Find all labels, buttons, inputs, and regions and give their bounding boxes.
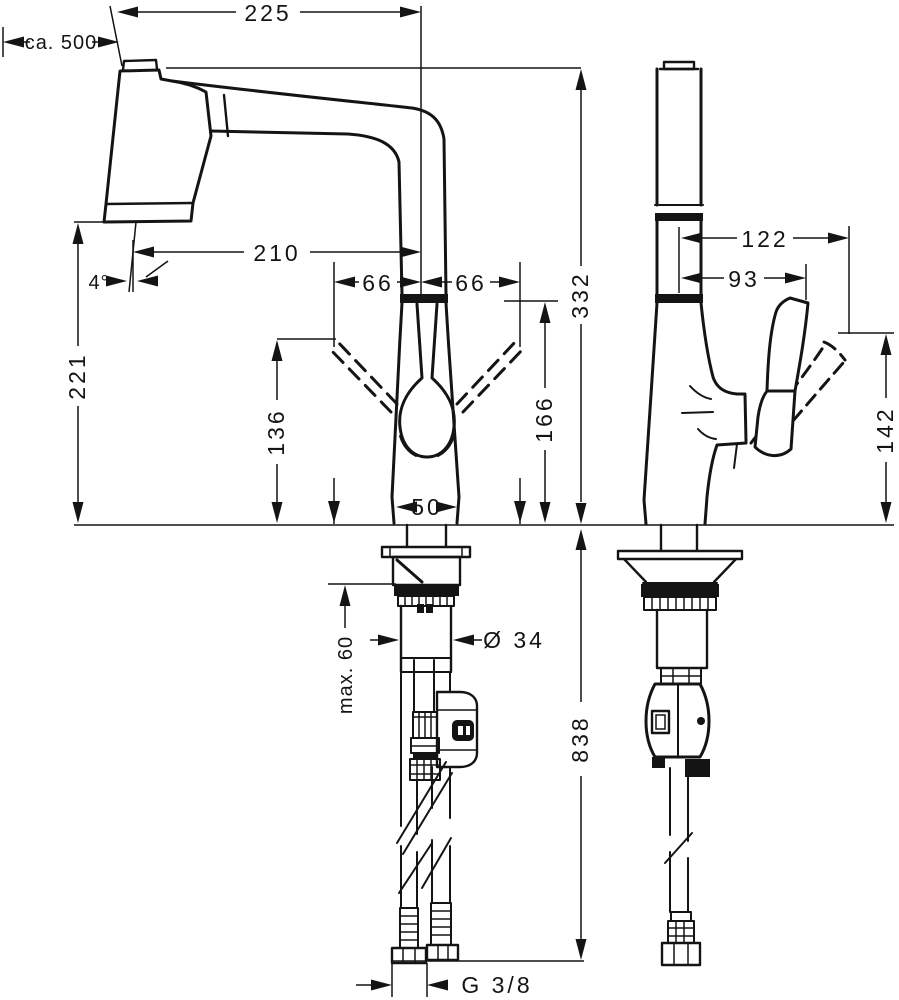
flange-plate xyxy=(380,545,472,559)
dim-ca500: ca. 500 xyxy=(3,32,119,54)
mounting-block xyxy=(391,555,462,587)
dim-g38: G 3/8 xyxy=(356,963,532,998)
dim-label-122: 122 xyxy=(741,226,788,252)
dim-label-g38: G 3/8 xyxy=(461,972,532,998)
dim-50: 50 xyxy=(396,494,457,520)
dim-332: 332 xyxy=(567,69,593,524)
dim-dia34: Ø 34 xyxy=(370,627,545,653)
supply-hoses xyxy=(396,671,453,909)
body-joint-band xyxy=(655,294,703,303)
head-joint-line xyxy=(204,91,213,137)
dim-label-210: 210 xyxy=(253,240,300,266)
dim-label-66-left: 66 xyxy=(362,270,394,296)
dim-max60: max. 60 xyxy=(328,583,396,714)
spout-arm xyxy=(170,79,448,303)
left-faucet-view xyxy=(102,58,525,965)
swivel-joint-band xyxy=(400,294,448,303)
gasket-ring-rear xyxy=(641,584,719,597)
hose-valve-body xyxy=(644,682,711,777)
reference-lines xyxy=(74,67,894,962)
faucet-body-rear xyxy=(642,301,748,526)
dim-221: 221 xyxy=(64,221,130,523)
hose-coupling-stack xyxy=(409,671,441,781)
handle-range-dashed xyxy=(328,338,525,414)
dim-label-166: 166 xyxy=(531,395,557,442)
faucet-body xyxy=(390,301,461,525)
dim-label-221: 221 xyxy=(64,352,90,399)
threaded-collar-rear xyxy=(643,596,717,611)
dim-label-225: 225 xyxy=(244,0,291,26)
dim-66-left: 66 xyxy=(334,270,421,296)
dim-label-dia34: Ø 34 xyxy=(483,627,545,653)
hose-break-mark xyxy=(664,832,693,864)
hex-nut-right xyxy=(425,943,460,962)
aerator-band xyxy=(104,201,195,206)
dim-label-136: 136 xyxy=(263,408,289,455)
dim-136: 136 xyxy=(263,338,336,523)
mounting-shank xyxy=(399,604,453,674)
dim-142: 142 xyxy=(838,332,898,523)
dim-label-4deg: 4° xyxy=(88,272,109,294)
dim-label-142: 142 xyxy=(872,406,898,453)
base-mount-rear xyxy=(616,523,744,685)
hose-break-marks xyxy=(396,761,453,894)
dim-225: 225 xyxy=(117,0,421,26)
dim-label-838: 838 xyxy=(567,715,593,762)
dim-label-50: 50 xyxy=(411,494,443,520)
retainer-clip xyxy=(417,604,424,613)
dim-93: 93 xyxy=(681,266,806,292)
head-joint-line-2 xyxy=(222,93,230,138)
dim-label-93: 93 xyxy=(728,266,760,292)
mounting-lever xyxy=(395,558,424,584)
right-faucet-view xyxy=(616,60,847,967)
dim-label-332: 332 xyxy=(567,271,593,318)
dim-838: 838 xyxy=(567,529,593,960)
dim-label-ca500: ca. 500 xyxy=(25,32,98,54)
handle-cutout xyxy=(398,302,456,459)
dim-122: 122 xyxy=(681,226,849,252)
hex-nut-rear xyxy=(660,941,702,967)
spray-head-cap xyxy=(121,58,159,72)
hose-connectors xyxy=(390,902,460,965)
flange-plate-rear xyxy=(616,549,744,561)
base-stem xyxy=(405,523,448,549)
check-valve-box xyxy=(435,671,479,769)
dim-166: 166 xyxy=(504,300,558,523)
dim-4deg: 4° xyxy=(88,221,169,294)
dim-66-right: 66 xyxy=(421,270,520,296)
extension-lines xyxy=(2,5,850,524)
pullout-hose xyxy=(660,767,702,967)
column-collar xyxy=(655,213,703,221)
dim-label-max60: max. 60 xyxy=(335,636,357,714)
dim-210: 210 xyxy=(133,240,421,266)
handle-lever xyxy=(753,296,810,457)
mounting-shank-rear xyxy=(655,608,709,670)
base-mount xyxy=(380,523,472,674)
gasket-ring xyxy=(394,585,459,596)
dim-label-66-right: 66 xyxy=(455,270,487,296)
